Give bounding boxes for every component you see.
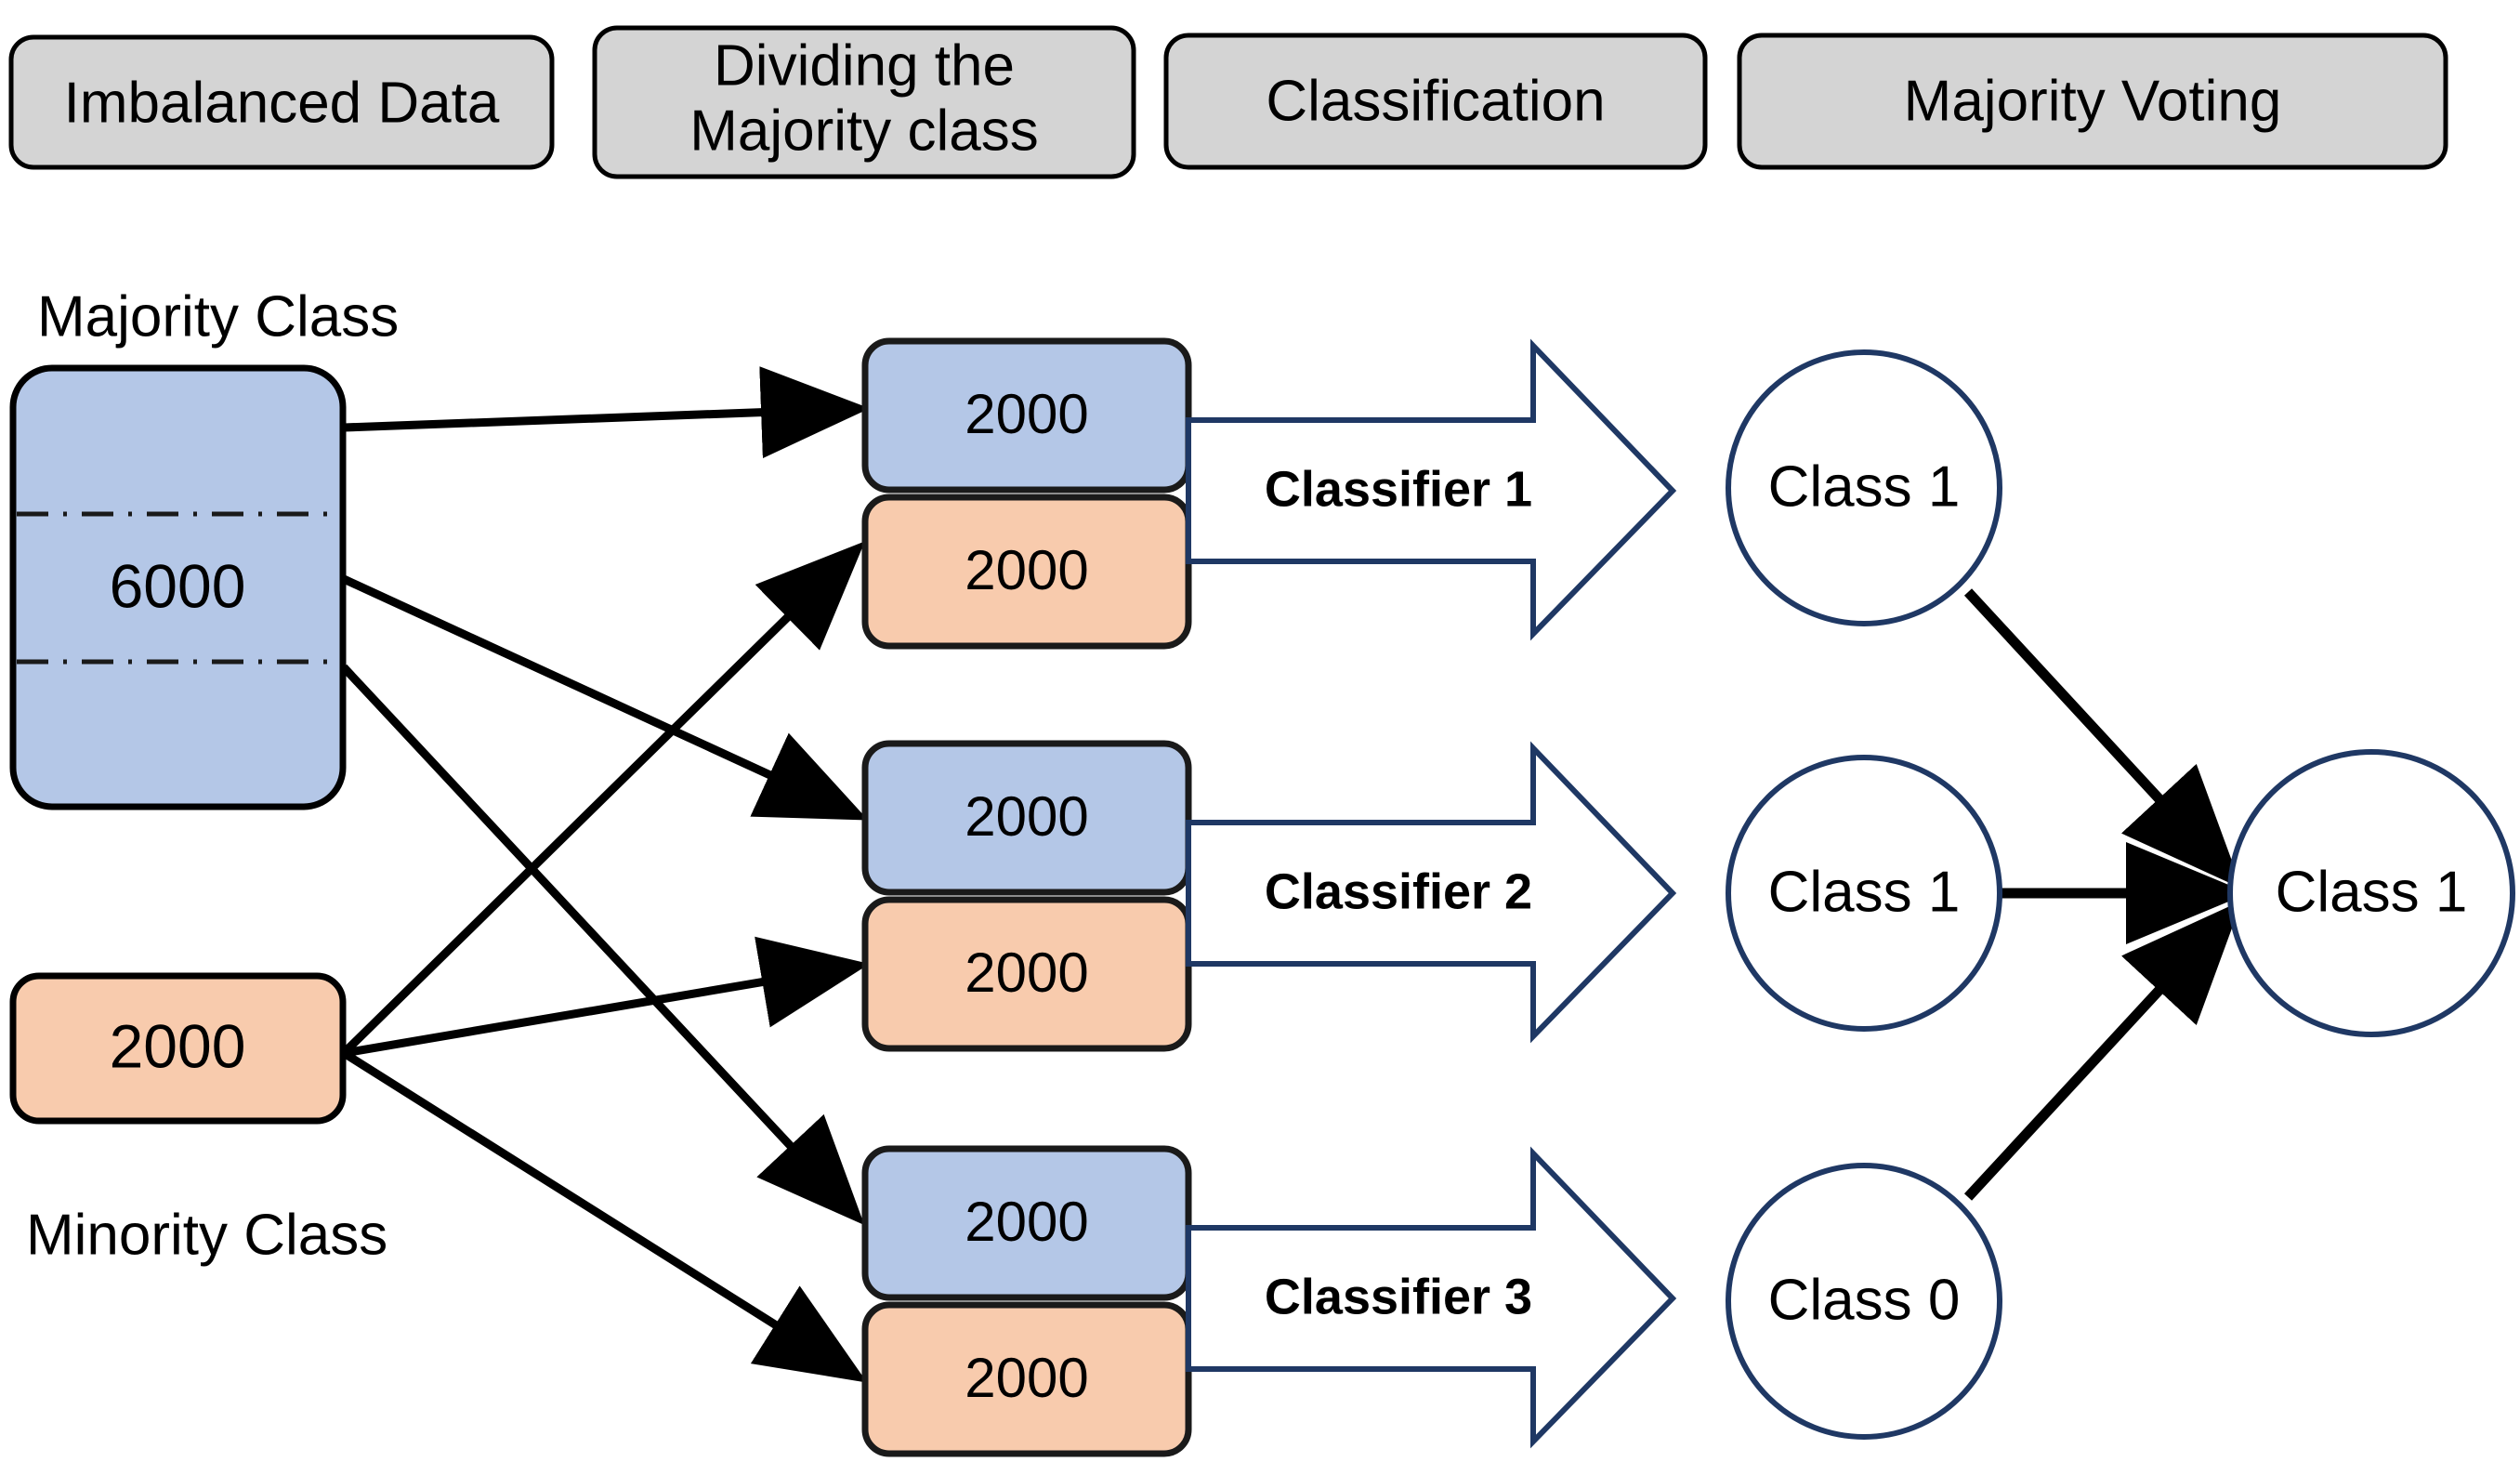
header-box-imbalanced-data[interactable]: Imbalanced Data [8, 34, 555, 170]
vote-links [1963, 588, 2249, 1201]
split-1-majority-value: 2000 [965, 383, 1088, 445]
split-3-minority-value: 2000 [965, 1347, 1088, 1409]
split-2-minority-chunk[interactable] [861, 896, 1192, 1052]
header-label-1-line-1: Dividing the [714, 33, 1015, 98]
header-rect [1737, 33, 2448, 170]
classifier-3-label: Classifier 3 [1265, 1269, 1532, 1324]
final-vote-node[interactable]: Class 1 [2227, 749, 2515, 1037]
link-majority-to-chunk-1 [343, 366, 870, 459]
header-label-3: Majority Voting [1904, 69, 2282, 133]
prediction-node-2[interactable]: Class 1 [1726, 755, 2002, 1032]
link-majority-to-chunk-3 [340, 664, 865, 1226]
prediction-label-3: Class 0 [1768, 1268, 1961, 1332]
link-prediction-1-to-final [1963, 588, 2242, 889]
header-rect [8, 34, 555, 170]
prediction-node-1[interactable]: Class 1 [1726, 349, 2002, 626]
majority-class-rect [9, 364, 347, 810]
header-rect [592, 25, 1136, 179]
header-label-0: Imbalanced Data [64, 71, 500, 135]
header-rect [1163, 33, 1708, 170]
prediction-circle-1 [1726, 349, 2002, 626]
link-prediction-3-to-final [1963, 900, 2242, 1201]
split-3-majority-chunk[interactable] [861, 1145, 1192, 1301]
link-minority-to-chunk-1 [340, 541, 865, 1057]
split-links [340, 366, 870, 1383]
header-box-majority-voting[interactable]: Majority Voting [1737, 33, 2448, 170]
header-box-classification[interactable]: Classification [1163, 33, 1708, 170]
final-vote-circle [2227, 749, 2515, 1037]
split-3-majority-value: 2000 [965, 1191, 1088, 1253]
split-group-2: 2000 2000 Classifier 2 [861, 740, 1677, 1052]
final-vote-label: Class 1 [2276, 860, 2468, 924]
split-group-3: 2000 2000 Classifier 3 [861, 1145, 1677, 1457]
split-1-minority-value: 2000 [965, 539, 1088, 601]
split-2-majority-chunk[interactable] [861, 740, 1192, 896]
link-minority-to-chunk-3 [341, 1049, 868, 1383]
majority-class-value: 6000 [110, 551, 246, 620]
majority-class-box[interactable]: 6000 [9, 364, 347, 810]
prediction-circle-3 [1726, 1163, 2002, 1440]
prediction-circle-2 [1726, 755, 2002, 1032]
link-majority-to-chunk-2 [342, 574, 869, 821]
header-box-dividing-majority-class[interactable]: Dividing the Majority class [592, 25, 1136, 179]
split-1-minority-chunk[interactable] [861, 494, 1192, 650]
minority-class-caption: Minority Class [26, 1203, 387, 1267]
split-1-majority-chunk[interactable] [861, 337, 1192, 494]
split-2-minority-value: 2000 [965, 942, 1088, 1004]
link-minority-to-chunk-2 [343, 936, 870, 1058]
prediction-node-3[interactable]: Class 0 [1726, 1163, 2002, 1440]
classifier-1-block-arrow[interactable] [1186, 338, 1677, 641]
minority-class-value: 2000 [110, 1011, 246, 1080]
majority-class-caption: Majority Class [37, 284, 399, 349]
split-2-majority-value: 2000 [965, 785, 1088, 848]
header-label-1-line-2: Majority class [689, 99, 1039, 163]
split-group-1: 2000 2000 Classifier 1 [861, 337, 1677, 650]
minority-class-box[interactable]: 2000 [9, 972, 347, 1125]
prediction-label-2: Class 1 [1768, 860, 1961, 924]
header-label-2: Classification [1266, 69, 1605, 133]
classifier-2-block-arrow[interactable] [1186, 741, 1677, 1044]
split-3-minority-chunk[interactable] [861, 1301, 1192, 1457]
classifier-1-label: Classifier 1 [1265, 461, 1532, 517]
classifier-2-label: Classifier 2 [1265, 863, 1532, 919]
classifier-3-block-arrow[interactable] [1186, 1146, 1677, 1449]
prediction-label-1: Class 1 [1768, 454, 1961, 519]
